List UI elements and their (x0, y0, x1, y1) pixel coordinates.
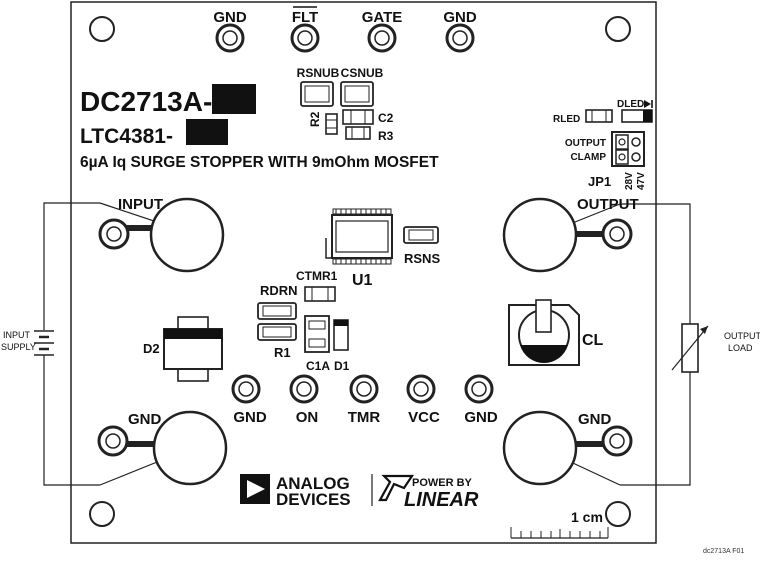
part-number-redaction (186, 119, 228, 145)
input-terminal (98, 197, 225, 273)
bottom-pin-on (289, 374, 319, 404)
c2-footprint (342, 109, 374, 125)
d2-footprint (163, 316, 223, 382)
linear-technology-logo: POWER BY LINEAR (378, 474, 479, 511)
jp1-jumper-header (611, 131, 645, 167)
output-load-label-line2: LOAD (728, 343, 753, 353)
input-terminal-label: INPUT (118, 196, 163, 213)
output-clamp-label-line1: OUTPUT (565, 138, 606, 149)
d1-footprint (333, 319, 349, 351)
dled-label: DLED (617, 99, 644, 110)
gnd-terminal-right-label: GND (578, 411, 612, 428)
top-pin-gate-label: GATE (362, 9, 403, 26)
bottom-pin-tmr-label: TMR (348, 409, 381, 426)
adi-logo-line2: DEVICES (276, 490, 351, 509)
gnd-terminal-left-label: GND (128, 411, 162, 428)
r1-label: R1 (274, 345, 291, 360)
rsns-label: RSNS (404, 251, 440, 266)
top-pin-flt-label: FLT (292, 9, 318, 26)
rsnub-footprint (300, 81, 334, 107)
jumper-47v-label: 47V (636, 172, 647, 190)
jp1-label: JP1 (588, 174, 611, 189)
r2-label: R2 (308, 111, 322, 127)
rled-label: RLED (553, 114, 580, 125)
top-pin-gnd-right-label: GND (443, 9, 477, 26)
top-pin-gnd-left-label: GND (213, 9, 247, 26)
jumper-28v-label: 28V (624, 172, 635, 190)
bottom-pin-gnd-right (464, 374, 494, 404)
top-pin-flt (290, 23, 320, 53)
analog-devices-logo: ANALOG DEVICES (240, 474, 351, 509)
bottom-pin-gnd-left (231, 374, 261, 404)
bottom-pin-gnd-left-label: GND (233, 409, 267, 426)
input-supply-label-line2: SUPPLY (1, 342, 36, 352)
linear-logo-line2: LINEAR (404, 489, 479, 511)
gnd-terminal-right (502, 410, 633, 486)
ctmr1-label: CTMR1 (296, 269, 338, 283)
board-description: 6µA Iq SURGE STOPPER WITH 9mOhm MOSFET (80, 154, 439, 171)
cl-capacitor-footprint (508, 299, 580, 366)
bottom-pin-tmr (349, 374, 379, 404)
linear-logo-line1: POWER BY (412, 477, 473, 489)
battery-symbol-icon (34, 330, 54, 356)
r3-label: R3 (378, 129, 394, 143)
part-number: LTC4381- (80, 125, 173, 148)
dled-symbol-icon (644, 100, 653, 108)
mounting-hole-bottom-left (89, 501, 115, 527)
r1-footprint (257, 323, 297, 341)
top-pin-gnd-right (445, 23, 475, 53)
d2-label: D2 (143, 341, 160, 356)
scale-bar (510, 527, 609, 539)
d1-label: D1 (334, 359, 350, 373)
adi-logo-line1: ANALOG (276, 474, 350, 493)
c1a-label: C1A (306, 359, 330, 373)
csnub-footprint (340, 81, 374, 107)
c2-label: C2 (378, 111, 394, 125)
output-terminal (502, 197, 633, 273)
gnd-terminal-left (97, 410, 228, 486)
rsnub-label: RSNUB (297, 66, 340, 80)
mounting-hole-bottom-right (605, 501, 631, 527)
top-pin-gnd-left (215, 23, 245, 53)
bottom-pin-vcc-label: VCC (408, 409, 440, 426)
bottom-pin-on-label: ON (296, 409, 319, 426)
input-supply-label-line1: INPUT (3, 330, 31, 340)
figure-id: dc2713A F01 (703, 548, 744, 555)
rled-footprint (585, 109, 613, 123)
r2-footprint (325, 113, 338, 135)
board-title-redaction (212, 84, 256, 114)
csnub-label: CSNUB (341, 66, 384, 80)
mounting-hole-top-left (89, 16, 115, 42)
r3-footprint (345, 126, 371, 140)
cl-label: CL (582, 332, 604, 349)
u1-label: U1 (352, 272, 373, 289)
board-title: DC2713A- (80, 86, 212, 117)
variable-load-resistor-icon (671, 323, 709, 373)
output-load-label-line1: OUTPUT (724, 331, 760, 341)
mounting-hole-top-right (605, 16, 631, 42)
rdrn-footprint (257, 302, 297, 320)
rdrn-label: RDRN (260, 283, 298, 298)
c1a-footprint (304, 315, 330, 353)
dled-footprint (621, 109, 653, 123)
bottom-pin-vcc (406, 374, 436, 404)
output-clamp-label-line2: CLAMP (570, 152, 606, 163)
bottom-pin-gnd-right-label: GND (464, 409, 498, 426)
scale-label: 1 cm (571, 509, 603, 525)
u1-ic-footprint (325, 208, 393, 265)
output-terminal-label: OUTPUT (577, 196, 639, 213)
ctmr1-footprint (304, 286, 336, 302)
top-pin-gate (367, 23, 397, 53)
rsns-footprint (403, 226, 439, 244)
